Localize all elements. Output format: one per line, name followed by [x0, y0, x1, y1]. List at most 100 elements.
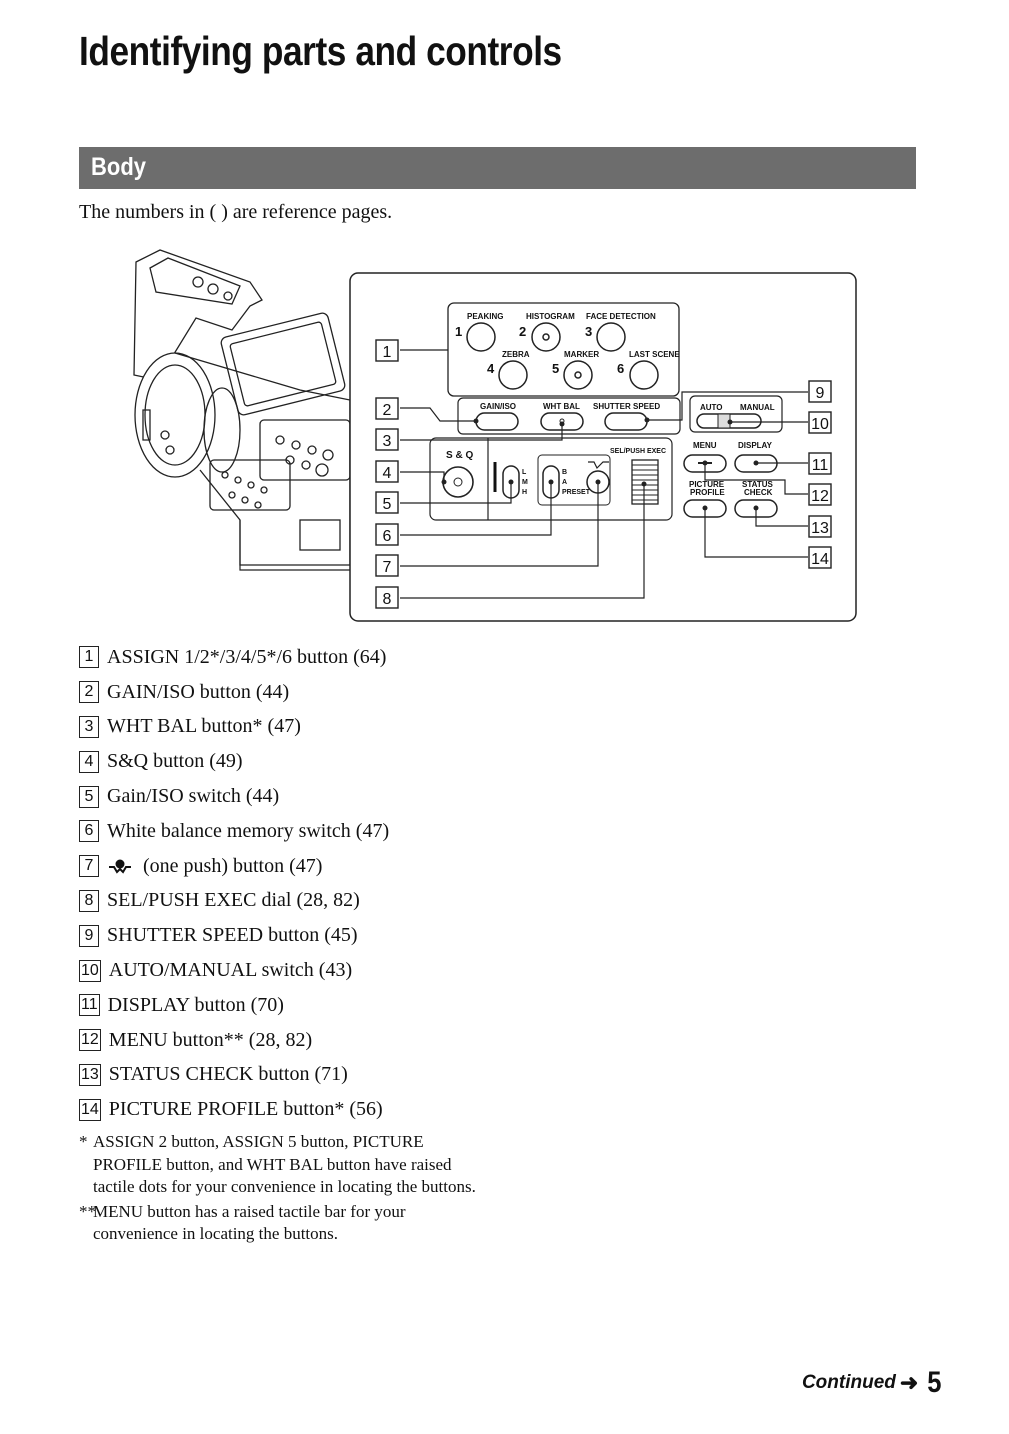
list-item: 12 MENU button** (28, 82) — [79, 1023, 389, 1058]
label-preset: PRESET — [562, 489, 591, 496]
label-status: STATUS — [742, 480, 773, 489]
item-text: SHUTTER SPEED button (45) — [107, 924, 358, 947]
label-gain-iso: GAIN/ISO — [480, 402, 516, 411]
item-text: STATUS CHECK button (71) — [108, 1063, 348, 1086]
digit-4: 4 — [487, 361, 495, 376]
label-sel-push-exec: SEL/PUSH EXEC — [610, 448, 666, 455]
item-text: DISPLAY button (70) — [107, 993, 284, 1016]
camera-controls-diagram: PEAKING HISTOGRAM FACE DETECTION ZEBRA M… — [133, 249, 857, 622]
label-last-scene: LAST SCENE — [629, 350, 680, 359]
callout-10: 10 — [811, 416, 829, 433]
section-title: Body — [91, 153, 146, 181]
label-picture: PICTURE — [689, 480, 725, 489]
callout-5: 5 — [383, 496, 392, 513]
item-text: GAIN/ISO button (44) — [107, 680, 290, 703]
callout-3: 3 — [383, 433, 392, 450]
item-number: 5 — [79, 785, 99, 808]
footnote-mark: * — [79, 1132, 88, 1151]
item-number: 1 — [79, 646, 99, 669]
assign-6-button[interactable] — [629, 360, 659, 390]
label-display: DISPLAY — [738, 441, 773, 450]
callout-7: 7 — [383, 559, 392, 576]
list-item: 13 STATUS CHECK button (71) — [79, 1058, 389, 1093]
item-text: Gain/ISO switch (44) — [107, 785, 280, 808]
page-footer: Continued ➜ 5 — [802, 1366, 943, 1400]
sq-button[interactable] — [442, 466, 474, 498]
label-a: A — [562, 479, 567, 486]
label-peaking: PEAKING — [467, 312, 503, 321]
callout-6: 6 — [383, 528, 392, 545]
item-number: 7 — [79, 855, 99, 878]
footnote-text: MENU button has a raised tactile bar for… — [93, 1201, 406, 1244]
item-number: 3 — [79, 715, 99, 738]
digit-5: 5 — [552, 361, 559, 376]
list-item: 6 White balance memory switch (47) — [79, 814, 389, 849]
item-number: 11 — [79, 994, 100, 1017]
assign-2-button[interactable] — [531, 322, 561, 352]
page-number: 5 — [927, 1366, 942, 1399]
assign-1-button[interactable] — [466, 322, 496, 352]
digit-2: 2 — [519, 324, 526, 339]
footnote-text: ASSIGN 2 button, ASSIGN 5 button, PICTUR… — [93, 1132, 476, 1196]
item-number: 9 — [79, 924, 99, 947]
item-number: 4 — [79, 750, 99, 773]
digit-3: 3 — [585, 324, 592, 339]
label-histogram: HISTOGRAM — [526, 312, 575, 321]
one-push-icon — [588, 461, 609, 470]
item-number: 2 — [79, 681, 99, 704]
label-face-detection: FACE DETECTION — [586, 312, 656, 321]
list-item: 5 Gain/ISO switch (44) — [79, 779, 389, 814]
intro-text: The numbers in ( ) are reference pages. — [79, 201, 393, 223]
label-b: B — [562, 469, 567, 476]
list-item: 7 (one push) button (47) — [79, 849, 389, 884]
item-number: 8 — [79, 889, 99, 912]
footnotes: * ASSIGN 2 button, ASSIGN 5 button, PICT… — [79, 1131, 479, 1248]
gain-iso-button[interactable] — [475, 412, 519, 431]
item-number: 6 — [79, 820, 99, 843]
footnote-mark: ** — [79, 1201, 96, 1221]
shutter-speed-button[interactable] — [604, 412, 648, 431]
label-manual: MANUAL — [740, 403, 775, 412]
one-push-icon — [109, 859, 131, 874]
label-m: M — [522, 479, 528, 486]
label-h: H — [522, 489, 527, 496]
item-text: AUTO/MANUAL switch (43) — [108, 959, 353, 982]
detail-frame — [349, 272, 857, 622]
list-item: 4 S&Q button (49) — [79, 744, 389, 779]
assign-4-button[interactable] — [498, 360, 528, 390]
label-profile: PROFILE — [690, 488, 725, 497]
callout-8: 8 — [383, 591, 392, 608]
item-number: 12 — [79, 1029, 101, 1052]
digit-1: 1 — [455, 324, 462, 339]
item-text: PICTURE PROFILE button* (56) — [108, 1098, 383, 1121]
item-text: White balance memory switch (47) — [107, 819, 390, 842]
label-marker: MARKER — [564, 350, 599, 359]
item-text: S&Q button (49) — [107, 750, 243, 773]
item-number: 10 — [79, 959, 101, 982]
item-text: (one push) button (47) — [143, 854, 323, 877]
list-item: 8 SEL/PUSH EXEC dial (28, 82) — [79, 884, 389, 919]
label-check: CHECK — [744, 488, 773, 497]
callout-1: 1 — [383, 344, 392, 361]
callout-9: 9 — [816, 385, 825, 402]
digit-6: 6 — [617, 361, 624, 376]
label-menu: MENU — [693, 441, 717, 450]
item-number: 13 — [79, 1063, 101, 1086]
callout-12: 12 — [811, 488, 829, 505]
label-l: L — [522, 469, 527, 476]
label-shutter-speed: SHUTTER SPEED — [593, 402, 660, 411]
callout-13: 13 — [811, 520, 829, 537]
item-text: SEL/PUSH EXEC dial (28, 82) — [107, 889, 360, 912]
continued-label: Continued — [801, 1372, 896, 1393]
assign-3-button[interactable] — [596, 322, 626, 352]
label-wht-bal: WHT BAL — [543, 402, 580, 411]
assign-5-button[interactable] — [563, 360, 593, 390]
label-zebra: ZEBRA — [502, 350, 530, 359]
item-text: MENU button** (28, 82) — [108, 1028, 313, 1051]
item-number: 14 — [79, 1098, 101, 1121]
callout-11: 11 — [812, 457, 829, 474]
footnote: ** MENU button has a raised tactile bar … — [79, 1201, 479, 1246]
